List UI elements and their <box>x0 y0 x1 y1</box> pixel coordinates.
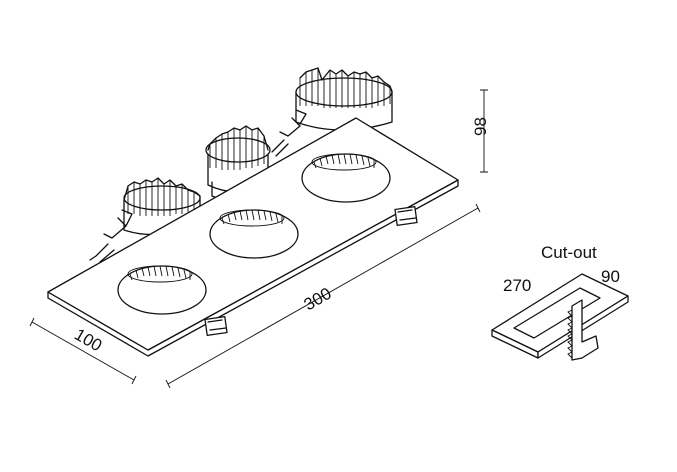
mounting-tab <box>204 316 228 336</box>
cutout-title: Cut-out <box>541 243 597 262</box>
spring-clips <box>89 109 307 263</box>
depth-dimension-label: 100 <box>71 325 105 356</box>
saw-icon <box>567 299 599 361</box>
cutout-width-label: 90 <box>601 267 620 286</box>
lens-opening <box>209 209 299 259</box>
heatsink-rear <box>295 67 393 131</box>
lens-opening <box>301 153 391 203</box>
lens-openings <box>117 153 391 315</box>
mounting-tab <box>394 206 418 226</box>
width-dimension-label: 300 <box>301 284 335 315</box>
lens-opening <box>117 265 207 315</box>
cutout-detail <box>491 273 629 361</box>
cutout-length-label: 270 <box>503 276 531 295</box>
dimension-lines <box>29 89 488 389</box>
trim-plate <box>47 117 459 357</box>
height-dimension-label: 98 <box>471 117 490 136</box>
